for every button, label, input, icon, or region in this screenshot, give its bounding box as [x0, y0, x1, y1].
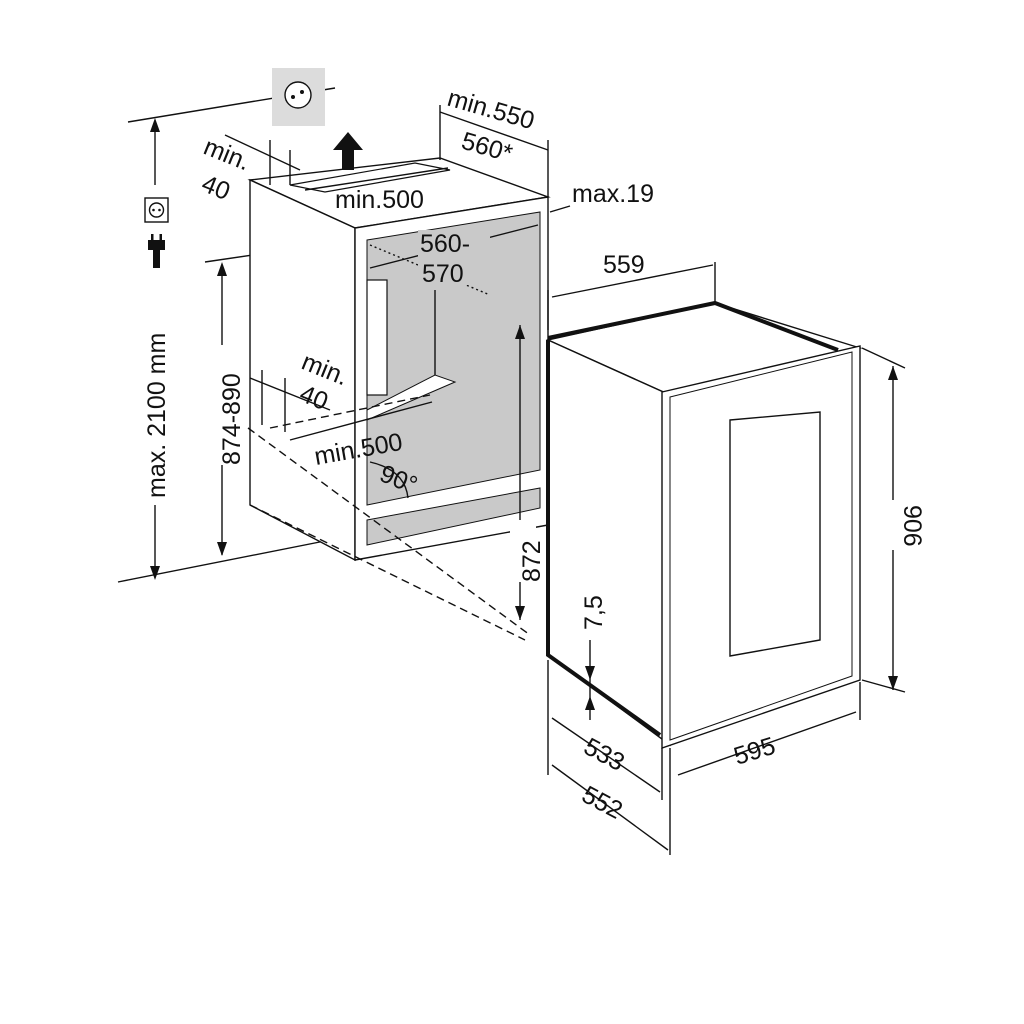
arrow-icon: [150, 118, 160, 132]
appliance-side-edge: [546, 340, 662, 737]
bottom-gap-dim-line: [249, 377, 331, 411]
arrow-icon: [585, 696, 595, 710]
niche-height-label: 874-890: [218, 373, 246, 465]
appliance-top-edge: [547, 300, 839, 352]
width-front-label: 595: [731, 732, 779, 771]
arrow-icon: [888, 676, 898, 690]
door-window: [729, 411, 821, 657]
plinth-vent: [366, 487, 541, 546]
niche-width-line2: 570: [422, 260, 464, 288]
arrow-icon: [515, 325, 525, 339]
appliance-side: [547, 338, 671, 747]
plug-icon: [148, 234, 165, 268]
ventilation-arrow-icon: [333, 132, 363, 170]
top-gap-dim-line: [224, 134, 301, 171]
top-gap-min-line2: 40: [198, 170, 234, 206]
appliance-height-label: 906: [898, 505, 926, 547]
dashed-guide: [269, 394, 431, 429]
ext-line: [861, 347, 906, 369]
width-dim-line: [677, 711, 857, 776]
niche-depth-dim-line: [439, 111, 549, 151]
niche-depth-star-label: 560*: [458, 127, 515, 168]
power-socket-icon: [144, 197, 169, 223]
arrow-icon: [888, 366, 898, 380]
door-frame: [669, 351, 853, 741]
door-swing-dashed: [247, 427, 531, 636]
arrow-icon: [150, 566, 160, 580]
foot-height-label: 7,5: [580, 595, 608, 630]
top-vent-dim-line: [304, 167, 449, 191]
niche-width-line1: 560-: [420, 230, 470, 258]
inner-floor-edge: [366, 374, 457, 421]
appliance-width-top-label: 559: [603, 251, 645, 279]
arrow-icon: [217, 542, 227, 556]
body-height-label: 872: [518, 540, 546, 582]
depth-body-label: 533: [579, 733, 629, 777]
arrow-icon: [585, 666, 595, 680]
power-socket-icon: [272, 68, 325, 126]
depth-total-dim-line: [551, 764, 669, 851]
depth-body-dim-line: [551, 717, 661, 793]
floor-line: [117, 534, 356, 583]
niche-depth-min-label: min.550: [444, 84, 537, 135]
max-panel-dim-line: [549, 205, 571, 213]
arrow-icon: [217, 262, 227, 276]
top-vent-width-label: min.500: [335, 186, 424, 214]
depth-total-label: 552: [577, 781, 627, 825]
max-panel-label: max.19: [572, 180, 654, 208]
ext-line: [861, 679, 906, 693]
appliance-width-dim-line: [551, 264, 714, 298]
top-vent-slot: [289, 162, 451, 193]
angle-arc: [369, 461, 409, 499]
bottom-vent-dim-line: [289, 401, 433, 441]
arrow-icon: [515, 606, 525, 620]
max-height-label: max. 2100 mm: [143, 333, 171, 498]
hinge-bracket: [366, 279, 388, 396]
